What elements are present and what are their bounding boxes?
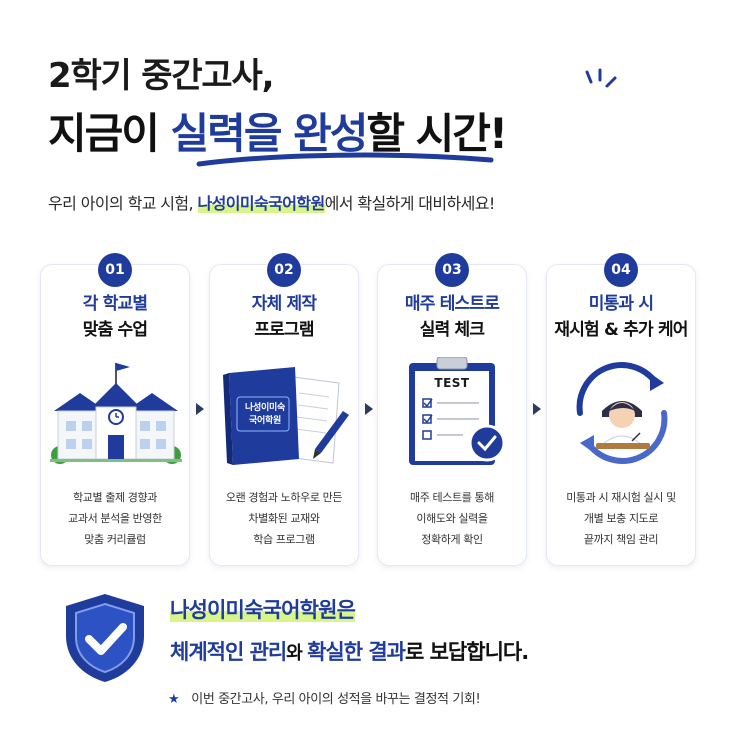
- book-title-line: 나성이미숙: [245, 403, 285, 413]
- sparkle-lines-icon: [585, 68, 617, 88]
- footer-text: 이번 중간고사, 우리 아이의 성적을 바꾸는 결정적 기회!: [191, 692, 481, 707]
- student-studying-cycle-icon: [576, 362, 668, 464]
- step-badge: 01: [98, 253, 132, 287]
- card-desc-line: 정확하게 확인: [421, 533, 483, 546]
- closing-promise-line: 체계적인 관리와 확실한 결과로 보답합니다.: [170, 636, 529, 666]
- closing-brand: 나성이미숙국어학원은: [170, 598, 356, 622]
- step-badge: 03: [435, 253, 469, 287]
- book-title-line: 국어학원: [249, 416, 281, 426]
- card-description: 학교별 출제 경향과 교과서 분석을 반영한 맞춤 커리큘럼: [41, 487, 189, 550]
- step-badge: 02: [267, 253, 301, 287]
- card-desc-line: 맞춤 커리큘럼: [84, 533, 146, 546]
- card-title-blue: 자체 제작: [251, 294, 317, 314]
- card-title-black: 맞춤 수업: [82, 320, 148, 340]
- subtitle-brand: 나성이미숙국어학원: [197, 194, 325, 213]
- brush-underline-icon: [196, 152, 494, 167]
- headline-part: 지금이: [48, 109, 171, 158]
- card-title: 미통과 시 재시험 & 추가 케어: [547, 291, 695, 343]
- footer-note: ★ 이번 중간고사, 우리 아이의 성적을 바꾸는 결정적 기회!: [168, 688, 481, 707]
- headline-line-1: 2학기 중간고사,: [48, 56, 274, 96]
- book-cover-text: 나성이미숙 국어학원: [239, 402, 291, 428]
- feature-card-1: 01 각 학교별 맞춤 수업 학교별 출제 경향과 교과서 분석을 반영한 맞춤…: [40, 253, 190, 566]
- subtitle: 우리 아이의 학교 시험, 나성이미숙국어학원에서 확실하게 대비하세요!: [48, 190, 495, 214]
- closing-part: 로 보답합니다.: [404, 640, 529, 664]
- clipboard-check-icon: [409, 357, 506, 465]
- card-title: 자체 제작 프로그램: [210, 291, 358, 343]
- card-desc-line: 이해도와 실력을: [416, 512, 488, 525]
- feature-card-4: 04 미통과 시 재시험 & 추가 케어 미통과 시 재시험 실시 및 개별 보…: [546, 253, 696, 566]
- card-desc-line: 학교별 출제 경향과: [73, 491, 157, 504]
- headline-line-2: 지금이 실력을 완성할 시간!: [48, 100, 508, 161]
- closing-brand-line: 나성이미숙국어학원은: [170, 594, 356, 624]
- chevron-right-icon: [196, 403, 204, 415]
- card-desc-line: 학습 프로그램: [253, 533, 315, 546]
- closing-emphasis-result: 확실한 결과: [307, 640, 406, 664]
- card-desc-line: 교과서 분석을 반영한: [68, 512, 162, 525]
- subtitle-pre: 우리 아이의 학교 시험,: [48, 194, 198, 213]
- card-description: 매주 테스트를 통해 이해도와 실력을 정확하게 확인: [378, 487, 526, 550]
- headline-part: 할 시간!: [366, 109, 508, 158]
- closing-emphasis-management: 체계적인 관리: [170, 640, 287, 664]
- test-label: TEST: [434, 376, 470, 390]
- card-description: 오랜 경험과 노하우로 만든 차별화된 교재와 학습 프로그램: [210, 487, 358, 550]
- textbook-illustration: 나성이미숙 국어학원: [215, 357, 355, 467]
- card-desc-line: 개별 보충 지도로: [583, 512, 659, 525]
- card-title-blue: 매주 테스트로: [404, 294, 500, 314]
- card-title-black: 실력 체크: [419, 320, 485, 340]
- card-desc-line: 차별화된 교재와: [248, 512, 320, 525]
- shield-check-icon: [66, 594, 144, 682]
- step-badge: 04: [604, 253, 638, 287]
- closing-part: 와: [286, 643, 308, 664]
- card-title-blue: 미통과 시: [588, 294, 654, 314]
- card-description: 미통과 시 재시험 실시 및 개별 보충 지도로 끝까지 책임 관리: [547, 487, 695, 550]
- book-and-pen-icon: [223, 367, 349, 465]
- card-title-blue: 각 학교별: [82, 294, 148, 314]
- headline-accent-complete: 완성: [293, 109, 368, 158]
- card-desc-line: 끝까지 책임 관리: [583, 533, 659, 546]
- card-title: 각 학교별 맞춤 수업: [41, 291, 189, 343]
- star-icon: ★: [168, 692, 180, 707]
- headline-accent-skill: 실력을: [170, 109, 283, 158]
- feature-card-3: 03 매주 테스트로 실력 체크 TEST 매주 테스트를 통해 이해도와 실력…: [377, 253, 527, 566]
- feature-card-2: 02 자체 제작 프로그램 나성이미숙 국어학원 오랜 경험과 노하우로 만든 …: [209, 253, 359, 566]
- card-title-black: 프로그램: [254, 320, 314, 340]
- subtitle-post: 에서 확실하게 대비하세요!: [324, 194, 496, 213]
- chevron-right-icon: [533, 403, 541, 415]
- school-building-icon: [50, 363, 182, 464]
- card-desc-line: 오랜 경험과 노하우로 만든: [225, 491, 343, 504]
- card-desc-line: 미통과 시 재시험 실시 및: [566, 491, 676, 504]
- card-title: 매주 테스트로 실력 체크: [378, 291, 526, 343]
- card-desc-line: 매주 테스트를 통해: [410, 491, 494, 504]
- chevron-right-icon: [365, 403, 373, 415]
- test-clipboard-illustration: TEST: [383, 357, 523, 467]
- card-title-black: 재시험 & 추가 케어: [554, 320, 688, 340]
